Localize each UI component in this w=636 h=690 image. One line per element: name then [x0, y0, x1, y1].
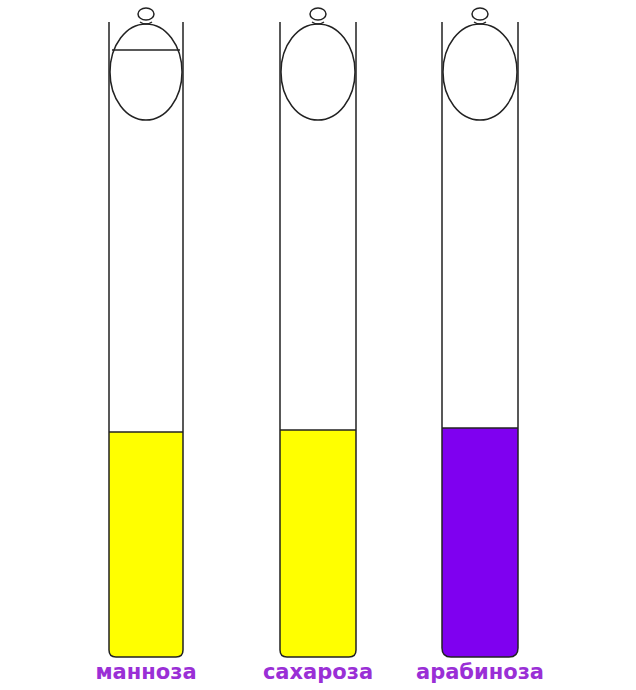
tube-label: сахароза — [263, 660, 373, 684]
tube-label: арабиноза — [416, 660, 544, 684]
test-tube-2 — [280, 8, 356, 657]
test-tube-3 — [442, 8, 518, 657]
test-tube-1 — [109, 8, 183, 657]
tube-label: манноза — [95, 660, 196, 684]
